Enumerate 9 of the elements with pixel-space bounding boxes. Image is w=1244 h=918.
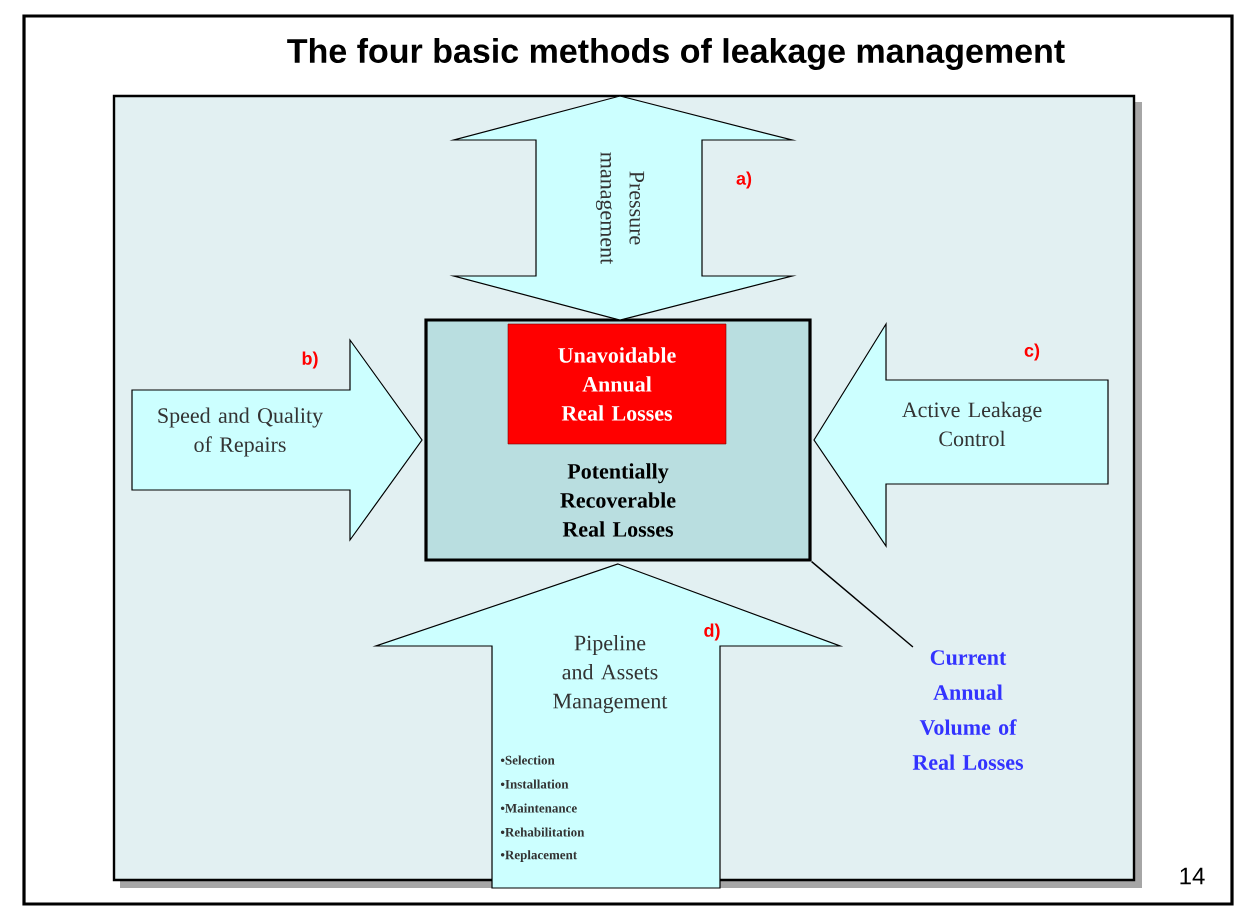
option-letter: b) bbox=[302, 351, 318, 369]
unavoidable-loss-box: Unavoidable Annual Real Losses bbox=[507, 323, 727, 445]
callout-text: Current Annual Volume of Real Losses bbox=[912, 650, 1024, 770]
option-letter: d) bbox=[704, 623, 720, 641]
leader-line bbox=[810, 560, 914, 648]
page-number: 14 bbox=[1180, 867, 1205, 885]
option-letter: a) bbox=[736, 171, 752, 189]
title: The four basic methods of leakage management bbox=[287, 38, 1065, 70]
option-letter: c) bbox=[1024, 343, 1040, 361]
